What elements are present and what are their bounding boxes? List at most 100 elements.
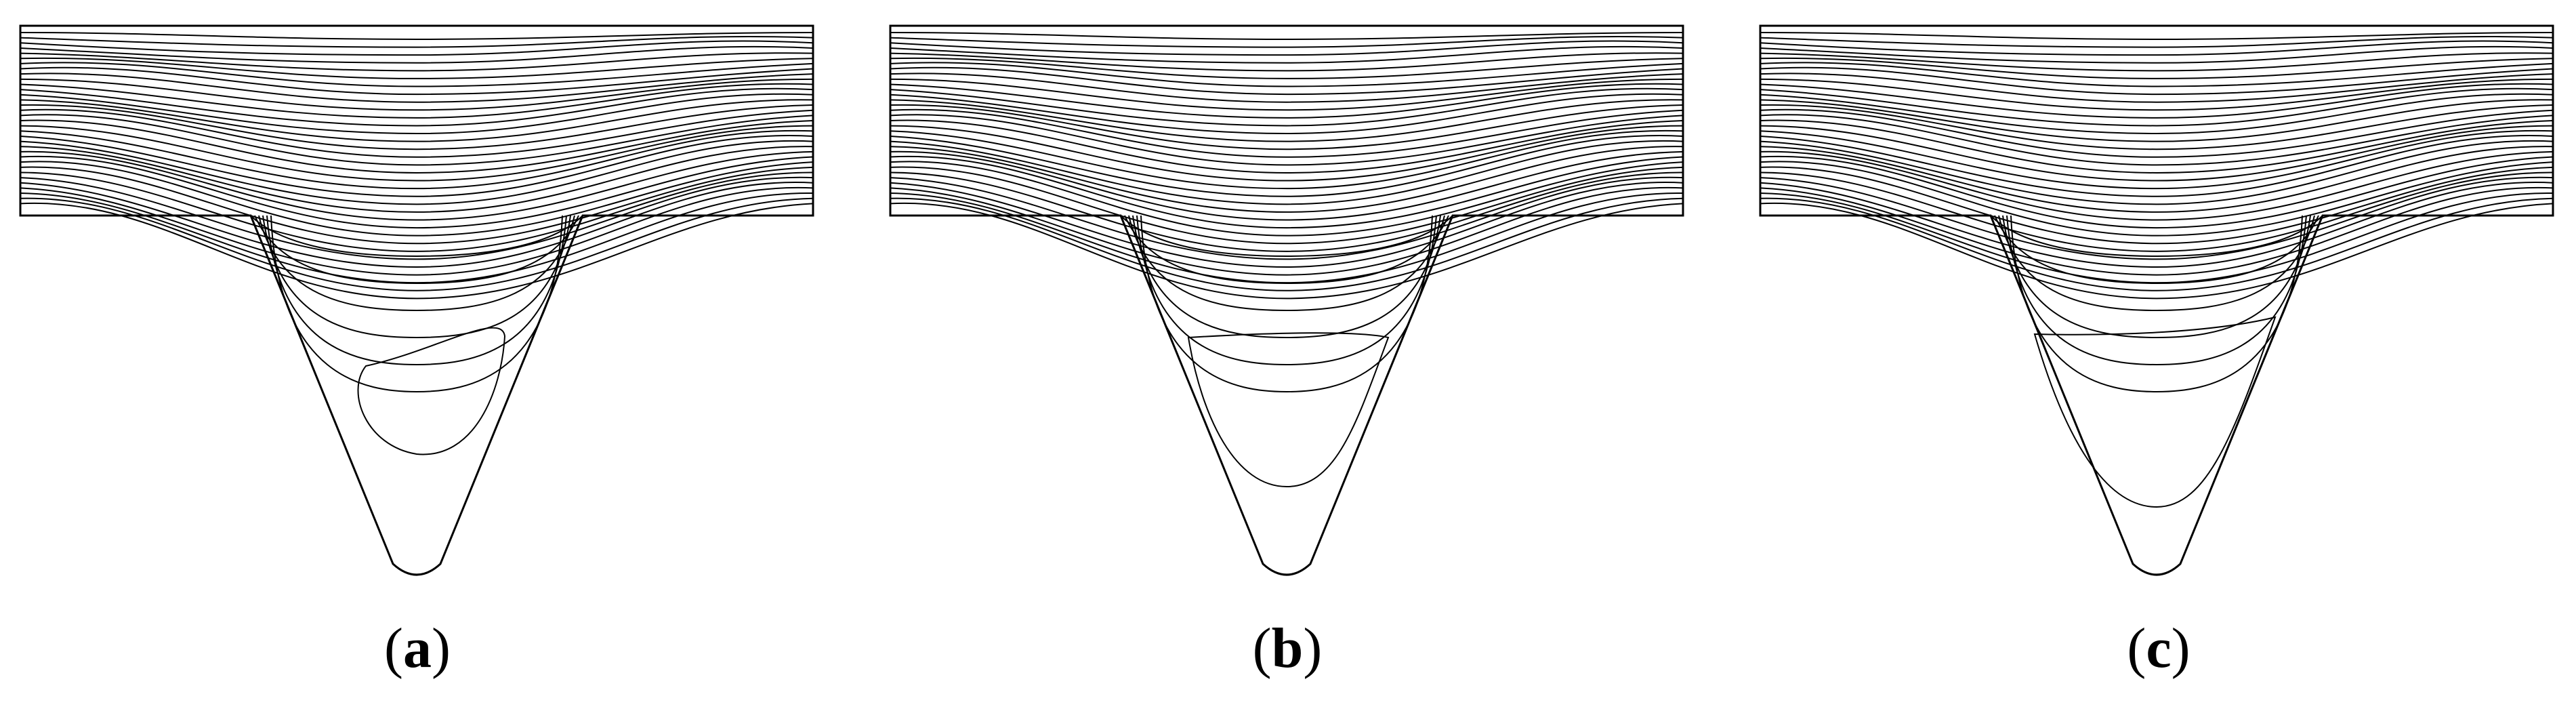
channel-streamline [1760, 99, 2554, 142]
channel-streamline [1760, 73, 2554, 103]
channel-streamline [890, 176, 1684, 260]
channel-streamline [1760, 166, 2554, 245]
channel-streamline [20, 197, 814, 291]
channel-streamline [1760, 186, 2554, 276]
channel-streamline [20, 35, 814, 48]
channel-streamline [1760, 35, 2554, 48]
channel-streamline [890, 146, 1684, 213]
channel-streamline [20, 186, 814, 276]
panel-c-streamline-plot [1759, 24, 2554, 576]
channel-streamline [1760, 182, 2554, 268]
channel-streamline [890, 202, 1684, 300]
recirculation-vortex [1187, 332, 1390, 488]
channel-streamline [20, 104, 814, 150]
channel-streamline [890, 155, 1684, 229]
channel-streamline [20, 129, 814, 190]
cavity-streamline [1998, 215, 2315, 312]
channel-streamline [1760, 146, 2554, 213]
channel-streamline [20, 202, 814, 300]
channel-streamline [1760, 192, 2554, 284]
channel-streamline [1760, 176, 2554, 260]
channel-cavity-outline [889, 24, 1684, 576]
channel-streamline [1760, 32, 2554, 41]
channel-cavity-outline [1759, 24, 2554, 576]
cavity-streamline [254, 215, 579, 285]
channel-streamline [1760, 135, 2554, 197]
channel-streamline [1760, 202, 2554, 300]
cavity-streamline [266, 215, 567, 366]
channel-streamline [20, 171, 814, 252]
channel-streamline [1760, 125, 2554, 182]
channel-streamline [890, 166, 1684, 245]
channel-streamline [20, 32, 814, 41]
cavity-streamline [250, 215, 583, 258]
channel-streamline [890, 197, 1684, 291]
channel-streamline [890, 93, 1684, 135]
channel-streamline [890, 135, 1684, 197]
channel-streamline [1760, 104, 2554, 150]
cavity-streamline [2002, 215, 2311, 339]
cavity-streamline [1120, 215, 1453, 258]
channel-streamline [1760, 57, 2554, 79]
channel-streamline [20, 155, 814, 229]
channel-streamline [890, 52, 1684, 72]
channel-streamline [890, 87, 1684, 127]
channel-streamline [890, 57, 1684, 79]
channel-streamline [20, 45, 814, 64]
channel-streamline [890, 66, 1684, 96]
channel-streamline [20, 99, 814, 142]
channel-streamline [890, 108, 1684, 158]
cavity-streamline [1132, 215, 1441, 339]
channel-streamline [890, 186, 1684, 276]
channel-streamline [890, 78, 1684, 111]
channel-streamline [20, 83, 814, 119]
channel-streamline [1760, 171, 2554, 252]
channel-streamline [1760, 66, 2554, 96]
channel-streamline [20, 161, 814, 237]
channel-streamline [890, 35, 1684, 48]
channel-streamline [1760, 52, 2554, 72]
channel-streamline [20, 146, 814, 213]
channel-streamline [20, 182, 814, 268]
channel-streamline [890, 171, 1684, 252]
cavity-streamline [262, 215, 571, 339]
channel-streamline [1760, 161, 2554, 237]
channel-streamline [890, 125, 1684, 182]
channel-streamline [890, 140, 1684, 205]
channel-streamline [20, 73, 814, 103]
channel-streamline [20, 40, 814, 56]
channel-streamline [20, 57, 814, 79]
channel-streamline [20, 176, 814, 260]
channel-streamline [20, 192, 814, 284]
channel-streamline [20, 119, 814, 174]
channel-streamline [890, 182, 1684, 268]
channel-streamline [20, 87, 814, 127]
cavity-streamline [1128, 215, 1445, 312]
panel-a-label: (a) [384, 617, 451, 680]
panel-c-label: (c) [2127, 617, 2190, 680]
channel-streamline [1760, 83, 2554, 119]
channel-streamline [1760, 108, 2554, 158]
cavity-streamline [1140, 215, 1433, 393]
channel-streamline [20, 62, 814, 87]
channel-streamline [20, 52, 814, 72]
channel-streamline [890, 104, 1684, 150]
channel-streamline [1760, 129, 2554, 190]
channel-streamline [20, 93, 814, 135]
cavity-streamline [270, 215, 563, 393]
channel-streamline [20, 114, 814, 166]
channel-streamline [890, 73, 1684, 103]
panel-b-streamline-plot [889, 24, 1684, 576]
channel-streamline [1760, 114, 2554, 166]
cavity-streamline [1994, 215, 2319, 285]
recirculation-vortex [357, 327, 506, 455]
panel-a-streamline-plot [19, 24, 814, 576]
channel-streamline [20, 135, 814, 197]
cavity-streamline [258, 215, 575, 312]
channel-streamline [890, 150, 1684, 221]
channel-streamline [20, 78, 814, 111]
channel-streamline [890, 129, 1684, 190]
channel-streamline [20, 166, 814, 245]
panel-b-label: (b) [1252, 617, 1323, 680]
